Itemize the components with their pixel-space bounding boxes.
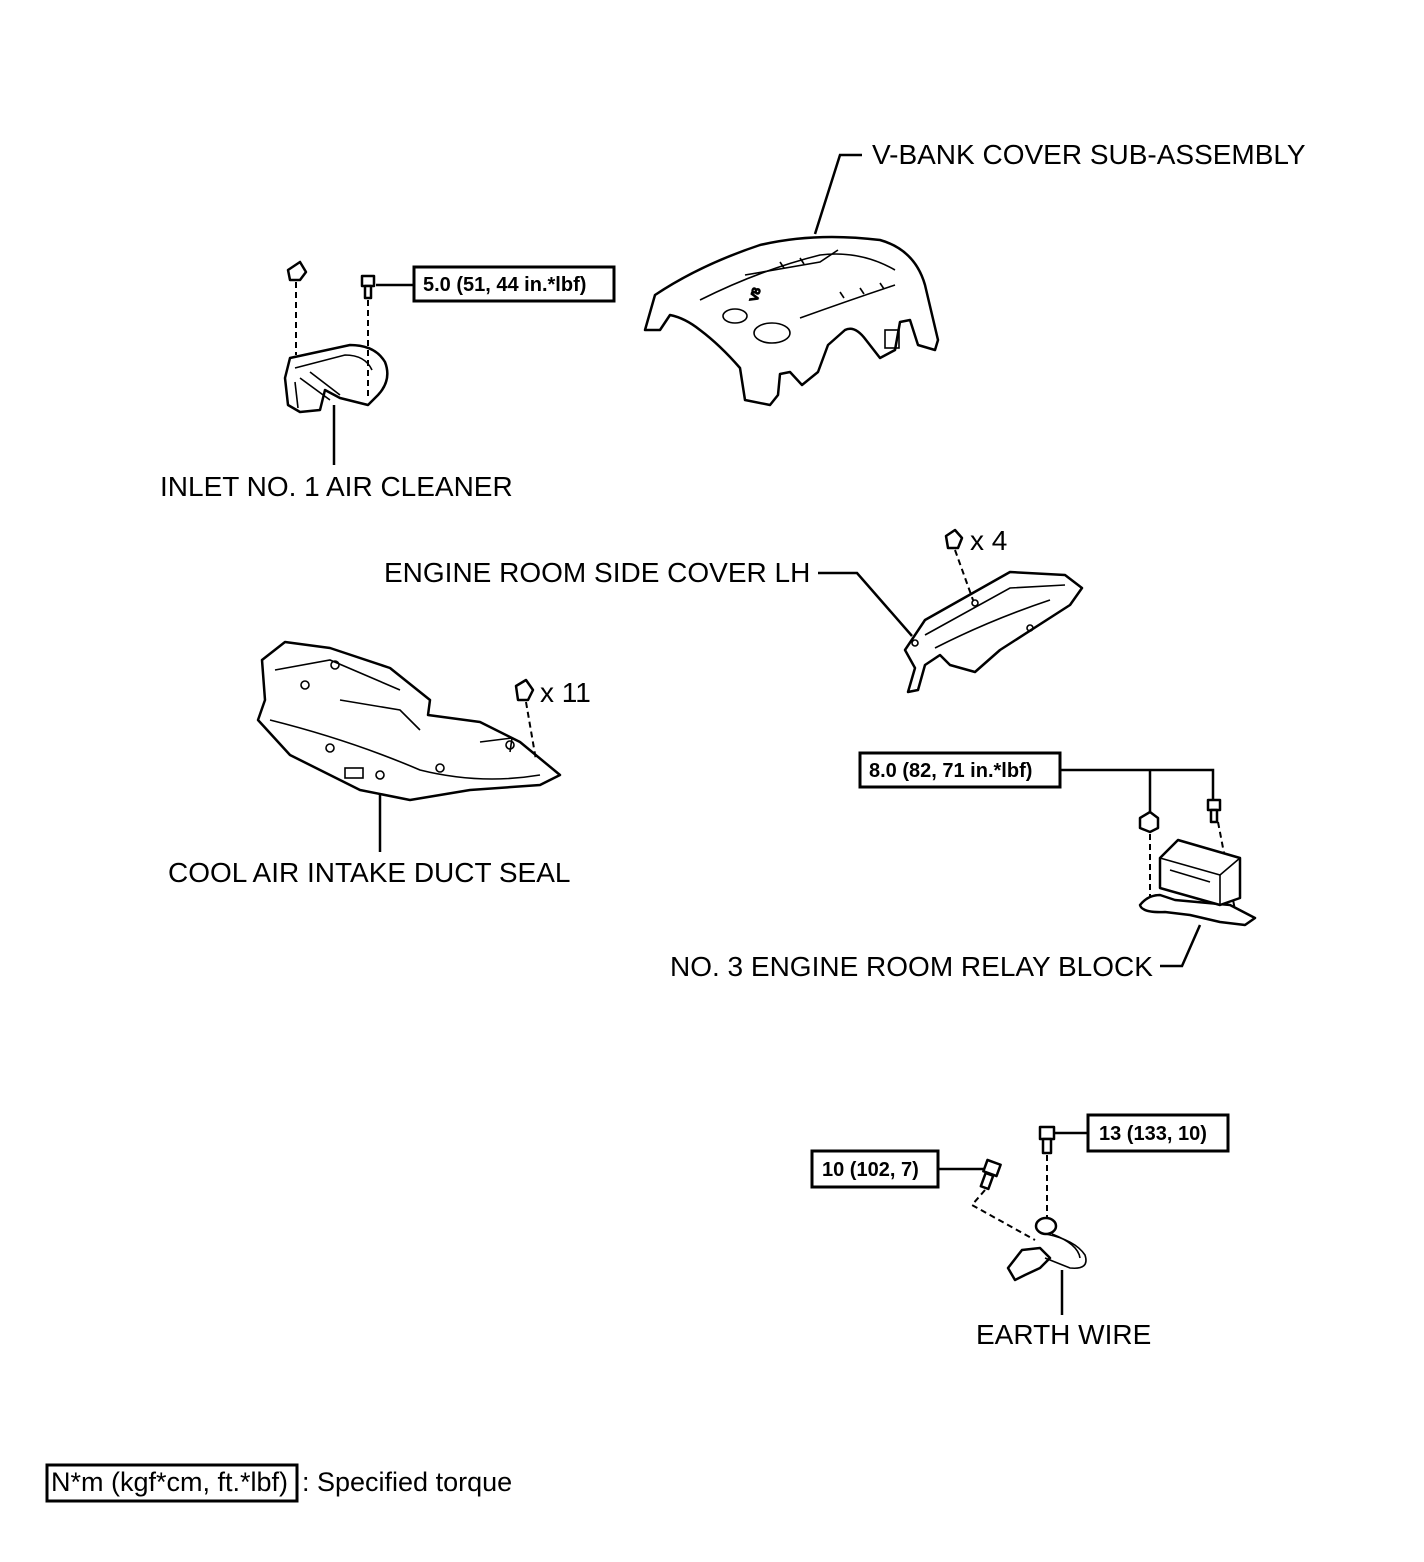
clip-icon (286, 260, 308, 282)
side-cover-label: ENGINE ROOM SIDE COVER LH (384, 557, 810, 588)
nut-icon (1138, 810, 1160, 834)
inlet-torque-value: 5.0 (51, 44 in.*lbf) (423, 274, 586, 296)
duct-seal-clip-qty: x 11 (540, 677, 591, 708)
clip-icon (514, 678, 535, 702)
duct-seal-label: COOL AIR INTAKE DUCT SEAL (168, 857, 570, 888)
earth-wire-part (1006, 1216, 1087, 1282)
bolt-icon (979, 1158, 1002, 1191)
earth-upper-torque-value: 13 (133, 10) (1099, 1123, 1207, 1145)
inlet-torque-box (412, 265, 616, 303)
side-cover-clip-path (954, 549, 974, 601)
inlet-air-cleaner-part (283, 343, 389, 414)
v-bank-cover-part (643, 235, 940, 407)
bolt-icon (1206, 798, 1222, 824)
earth-lower-bolt-path (970, 1189, 1036, 1241)
relay-torque-value: 8.0 (82, 71 in.*lbf) (869, 760, 1032, 782)
clip-icon (944, 528, 964, 550)
v-bank-cover-leader (813, 153, 862, 235)
bolt-icon (1038, 1125, 1056, 1155)
bolt-icon (360, 274, 376, 300)
legend-unit: N*m (kgf*cm, ft.*lbf) (51, 1467, 288, 1497)
legend-text: : Specified torque (302, 1467, 512, 1497)
side-cover-part (903, 570, 1084, 694)
earth-lower-torque-value: 10 (102, 7) (822, 1159, 919, 1181)
v8-emblem: V8 (748, 287, 763, 303)
legend-torque-box (45, 1463, 299, 1503)
relay-torque-leader (1060, 768, 1215, 800)
relay-block-leader (1160, 924, 1202, 968)
earth-lower-torque-box (810, 1149, 940, 1189)
side-cover-clip-qty: x 4 (970, 525, 1007, 556)
earth-wire-label: EARTH WIRE (976, 1319, 1151, 1350)
relay-block-label: NO. 3 ENGINE ROOM RELAY BLOCK (670, 951, 1153, 982)
v-bank-cover-label: V-BANK COVER SUB-ASSEMBLY (872, 139, 1306, 170)
relay-torque-box (858, 751, 1062, 789)
inlet-air-cleaner-label: INLET NO. 1 AIR CLEANER (160, 471, 513, 502)
side-cover-leader (818, 571, 913, 637)
relay-block-part (1138, 838, 1257, 927)
duct-seal-part (256, 640, 562, 802)
